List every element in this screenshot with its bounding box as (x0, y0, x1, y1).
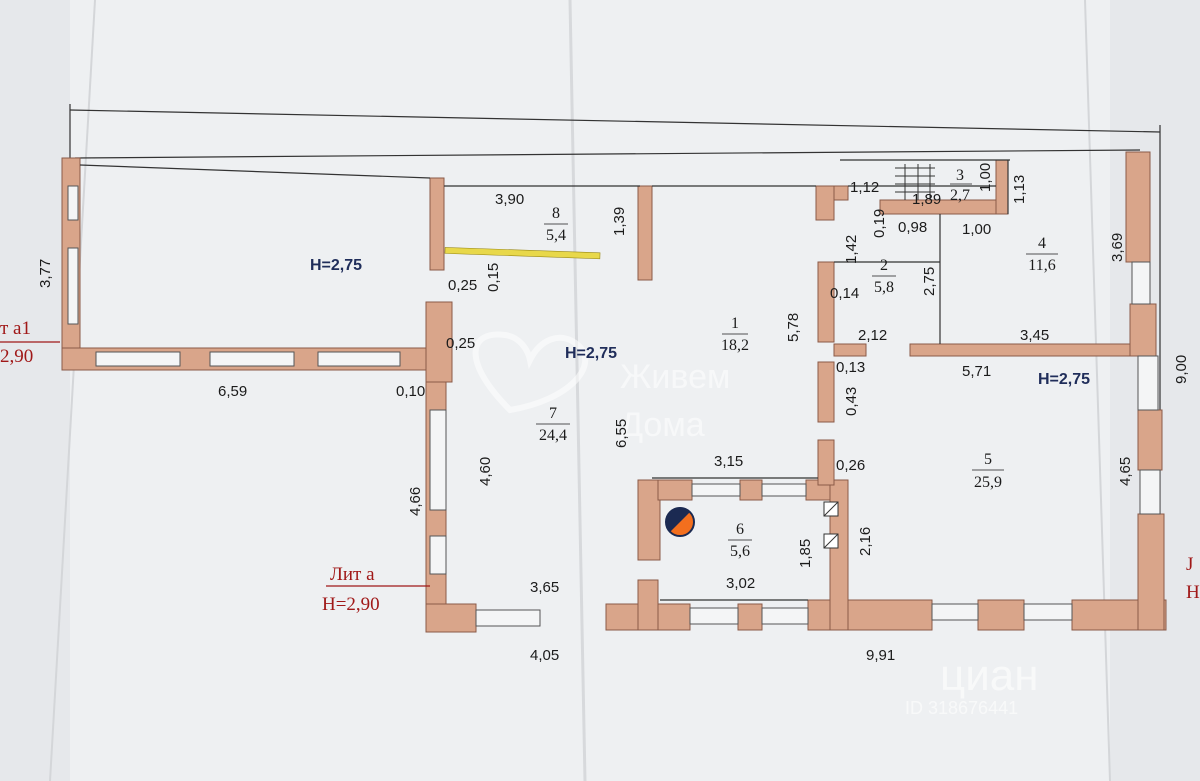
dim-label: 0,25 (448, 277, 477, 294)
room-number: 6 (736, 521, 744, 538)
room-6: 6 5,6 (728, 521, 752, 560)
height-label-annex: H=2,75 (310, 257, 362, 274)
boiler-icon (665, 507, 695, 537)
room-number: 3 (956, 167, 964, 184)
dim-label: 0,19 (871, 209, 888, 238)
dimensions: 3,77 6,59 0,10 4,66 4,60 0,25 0,25 0,15 … (37, 163, 1190, 664)
dim-label: 3,90 (495, 191, 524, 208)
room-7: 7 24,4 (536, 405, 570, 444)
room-area: 11,6 (1028, 257, 1055, 274)
room-number: 4 (1038, 235, 1046, 252)
dim-label: 0,13 (836, 359, 865, 376)
dim-label: 1,12 (850, 179, 879, 196)
paper-sheet (70, 0, 1110, 781)
dim-label: 3,69 (1109, 233, 1126, 262)
dim-label: 3,02 (726, 575, 755, 592)
dim-label: 6,59 (218, 383, 247, 400)
dim-label: 5,71 (962, 363, 991, 380)
room-number: 8 (552, 205, 560, 222)
dim-label: 0,25 (446, 335, 475, 352)
vents (823, 501, 839, 549)
watermark-line2: Дома (620, 406, 705, 444)
room-number: 5 (984, 451, 992, 468)
room-1: 1 18,2 (721, 315, 749, 354)
dim-label: 2,75 (921, 267, 938, 296)
room-8: 8 5,4 (544, 205, 568, 244)
room-3: 3 2,7 (950, 167, 972, 204)
dim-label: 0,10 (396, 383, 425, 400)
dim-label: 1,85 (797, 539, 814, 568)
room-number: 1 (731, 315, 739, 332)
room-4: 4 11,6 (1026, 235, 1058, 274)
room-area: 24,4 (539, 427, 567, 444)
lit-right-height: H (1186, 582, 1200, 603)
dim-label: 4,66 (407, 487, 424, 516)
room-2: 2 5,8 (872, 257, 896, 296)
dim-label: 3,77 (37, 259, 54, 288)
dim-label: 9,00 (1173, 355, 1190, 384)
paper-edge-left (49, 0, 96, 781)
dim-label: 1,00 (977, 163, 994, 192)
dim-label: 4,65 (1117, 457, 1134, 486)
dim-label: 2,16 (857, 527, 874, 556)
room-area: 5,4 (546, 227, 566, 244)
lit-a1-height: 2,90 (0, 346, 33, 367)
lit-a1-label: т а1 (0, 318, 31, 339)
room-area: 5,6 (730, 543, 750, 560)
room-area: 18,2 (721, 337, 749, 354)
watermark-line1: Живем (620, 358, 730, 396)
dim-label: 1,42 (843, 235, 860, 264)
room-area: 25,9 (974, 474, 1002, 491)
room-area: 5,8 (874, 279, 894, 296)
dim-label: 4,05 (530, 647, 559, 664)
room-5: 5 25,9 (972, 451, 1004, 491)
partitions (79, 159, 1010, 601)
yellow-partition (444, 247, 601, 260)
watermark-cian: циан (940, 651, 1039, 700)
dim-label: 1,89 (912, 191, 941, 208)
room-number: 7 (549, 405, 557, 422)
dim-label: 3,45 (1020, 327, 1049, 344)
lit-right-label: J (1186, 554, 1193, 575)
paper-fold (568, 0, 587, 781)
lit-a-height: H=2,90 (322, 594, 380, 615)
dim-label: 0,98 (898, 219, 927, 236)
height-label-right: H=2,75 (1038, 371, 1090, 388)
dim-label: 1,39 (611, 207, 628, 236)
dim-label: 6,55 (613, 419, 630, 448)
dim-label: 1,00 (962, 221, 991, 238)
watermark-heart-icon (472, 331, 589, 414)
dim-label: 4,60 (477, 457, 494, 486)
windows (67, 185, 1161, 627)
dim-label: 5,78 (785, 313, 802, 342)
dim-label: 3,15 (714, 453, 743, 470)
room-area: 2,7 (950, 187, 970, 204)
dim-label: 0,26 (836, 457, 865, 474)
lit-a-label: Лит а (330, 564, 375, 585)
dim-label: 2,12 (858, 327, 887, 344)
stairs (895, 164, 935, 200)
height-label-center: H=2,75 (565, 345, 617, 362)
dim-label: 3,65 (530, 579, 559, 596)
dim-label: 0,15 (485, 263, 502, 292)
watermark-cian-id: ID 318676441 (905, 698, 1018, 718)
room-number: 2 (880, 257, 888, 274)
dim-label: 1,13 (1011, 175, 1028, 204)
dim-label: 0,14 (830, 285, 859, 302)
dim-label: 0,43 (843, 387, 860, 416)
dim-label: 9,91 (866, 647, 895, 664)
